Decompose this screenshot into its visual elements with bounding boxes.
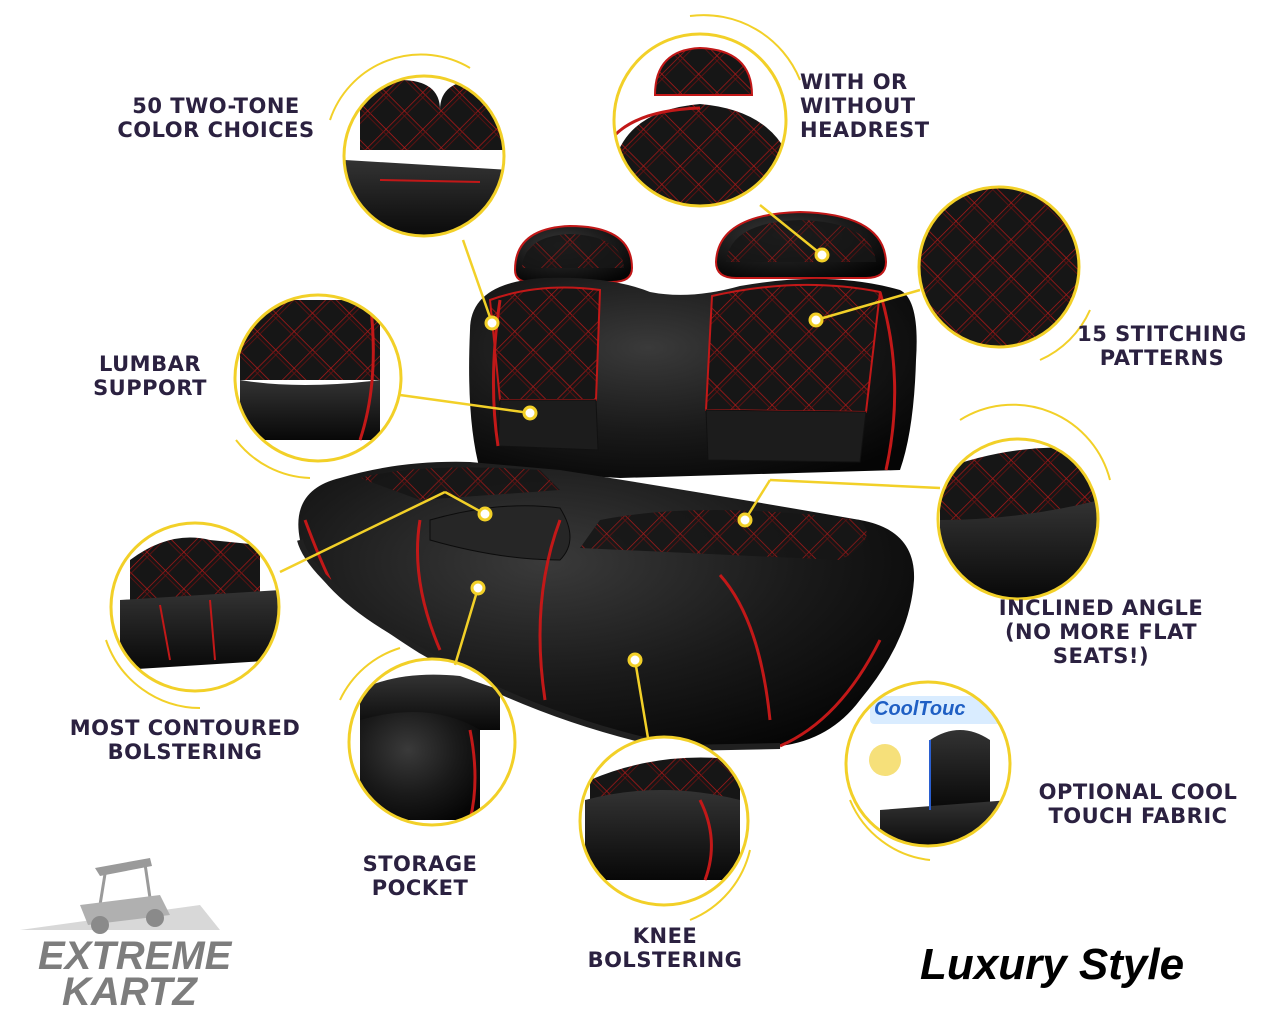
connector-dots <box>470 247 830 668</box>
label-color-choices: 50 TWO-TONE COLOR CHOICES <box>117 94 315 142</box>
cart-logo-icon <box>20 858 220 934</box>
circle-storage <box>339 647 517 827</box>
label-cool-touch: OPTIONAL COOL TOUCH FABRIC <box>1038 780 1238 828</box>
label-inclined: INCLINED ANGLE (NO MORE FLAT SEATS!) <box>998 596 1204 668</box>
style-title: Luxury Style <box>920 940 1185 989</box>
circle-inclined <box>936 403 1111 601</box>
brand-line2: KARTZ <box>62 970 197 1014</box>
circle-knee <box>578 735 751 921</box>
label-headrest: WITH OR WITHOUT HEADREST <box>800 70 930 142</box>
connector-lines <box>279 204 941 739</box>
label-storage: STORAGE POCKET <box>362 852 478 900</box>
circle-contoured <box>105 521 281 709</box>
circle-headrest <box>612 14 801 208</box>
label-knee: KNEE BOLSTERING <box>587 924 743 972</box>
circle-cool-touch <box>844 680 1012 861</box>
seat-back <box>469 210 917 478</box>
circle-lumbar <box>233 293 403 479</box>
circle-stitching <box>917 185 1091 361</box>
circle-color-choices <box>329 53 506 238</box>
cooltouch-badge: CoolTouc <box>874 698 966 720</box>
label-lumbar: LUMBAR SUPPORT <box>93 352 207 400</box>
brand-line1: EXTREME <box>38 934 232 978</box>
label-stitching: 15 STITCHING PATTERNS <box>1077 322 1247 370</box>
label-contoured: MOST CONTOURED BOLSTERING <box>69 716 301 764</box>
